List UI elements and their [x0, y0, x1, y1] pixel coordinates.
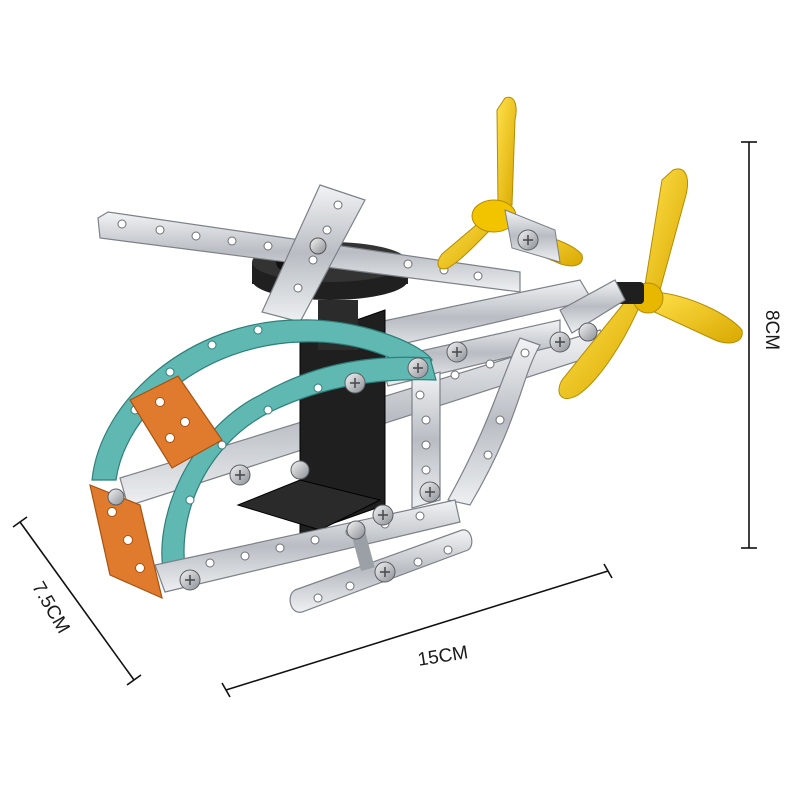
dimension-lines: [12, 141, 757, 698]
tail-propeller-rear: [558, 168, 743, 400]
tail-propeller-front: [437, 96, 583, 270]
length-dimension-line: [225, 570, 609, 691]
main-rotor: [97, 184, 521, 323]
depth-dimension-line: [19, 521, 135, 681]
orange-panels: [89, 375, 223, 600]
height-dimension-label: 8CM: [761, 309, 782, 351]
